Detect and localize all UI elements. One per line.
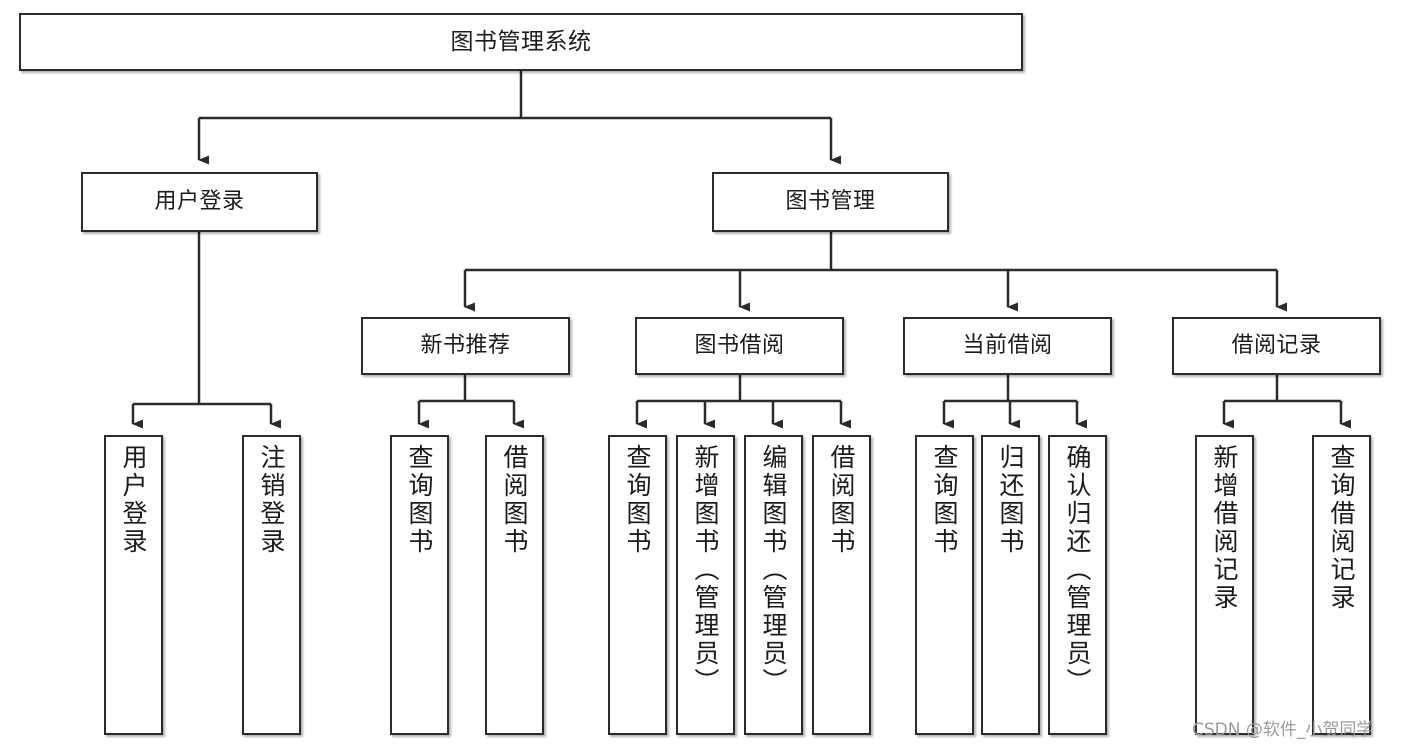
node-leaf-edit-book[interactable]: 编辑图书（管理员） xyxy=(744,435,803,735)
node-label: 图书管理 xyxy=(785,189,876,215)
node-label: 用户登录 xyxy=(119,444,148,556)
node-leaf-return-book[interactable]: 归还图书 xyxy=(981,435,1040,735)
node-root-system[interactable]: 图书管理系统 xyxy=(19,13,1023,71)
node-label: 图书借阅 xyxy=(694,333,785,359)
node-leaf-query-book-3[interactable]: 查询图书 xyxy=(915,435,974,735)
node-borrow-record[interactable]: 借阅记录 xyxy=(1172,317,1381,375)
node-label: 查询图书 xyxy=(623,444,652,556)
node-leaf-query-record[interactable]: 查询借阅记录 xyxy=(1312,435,1371,735)
node-leaf-borrow-book-2[interactable]: 借阅图书 xyxy=(812,435,871,735)
node-label: 用户登录 xyxy=(154,189,245,215)
node-label: 当前借阅 xyxy=(962,333,1053,359)
node-book-borrow[interactable]: 图书借阅 xyxy=(635,317,844,375)
node-label: 借阅记录 xyxy=(1231,333,1322,359)
node-label: 新增图书（管理员） xyxy=(691,444,720,696)
node-label: 新书推荐 xyxy=(420,333,511,359)
node-leaf-add-book[interactable]: 新增图书（管理员） xyxy=(676,435,735,735)
node-label: 借阅图书 xyxy=(500,444,529,556)
node-user-login[interactable]: 用户登录 xyxy=(81,172,318,232)
node-leaf-user-login[interactable]: 用户登录 xyxy=(104,435,163,735)
csdn-watermark: CSDN @软件_小贺同学 xyxy=(1192,720,1374,740)
node-leaf-query-book-2[interactable]: 查询图书 xyxy=(608,435,667,735)
node-label: 注销登录 xyxy=(257,444,286,556)
node-label: 查询图书 xyxy=(930,444,959,556)
node-leaf-logout[interactable]: 注销登录 xyxy=(242,435,301,735)
node-label: 归还图书 xyxy=(996,444,1025,556)
node-label: 图书管理系统 xyxy=(450,28,592,55)
node-current-borrow[interactable]: 当前借阅 xyxy=(903,317,1112,375)
node-leaf-query-book-1[interactable]: 查询图书 xyxy=(390,435,449,735)
node-label: 查询图书 xyxy=(405,444,434,556)
node-label: 新增借阅记录 xyxy=(1210,444,1239,612)
node-label: 借阅图书 xyxy=(827,444,856,556)
node-leaf-borrow-book-1[interactable]: 借阅图书 xyxy=(485,435,544,735)
node-book-manage[interactable]: 图书管理 xyxy=(712,172,949,232)
node-label: 编辑图书（管理员） xyxy=(759,444,788,696)
node-label: 确认归还（管理员） xyxy=(1063,444,1092,696)
node-new-book-recommend[interactable]: 新书推荐 xyxy=(361,317,570,375)
node-leaf-confirm-return[interactable]: 确认归还（管理员） xyxy=(1048,435,1107,735)
node-leaf-add-record[interactable]: 新增借阅记录 xyxy=(1195,435,1254,735)
node-label: 查询借阅记录 xyxy=(1327,444,1356,612)
